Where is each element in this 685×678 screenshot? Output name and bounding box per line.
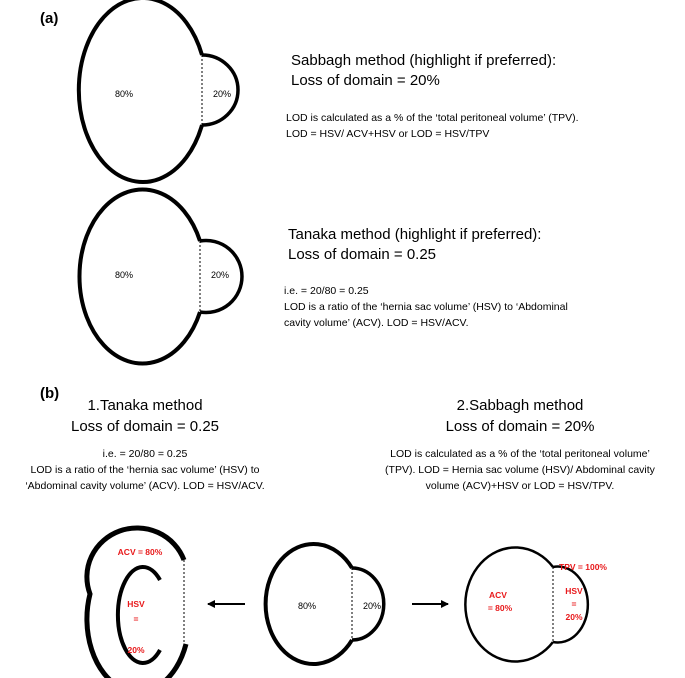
tanaka-a-result: Loss of domain = 0.25 xyxy=(288,246,437,263)
tanaka-b-hsv-label-2: = xyxy=(134,614,139,624)
center-b-big-label: 80% xyxy=(298,601,316,611)
sabbagh-a-result: Loss of domain = 20% xyxy=(291,72,440,89)
sabbagh-a-small-label: 20% xyxy=(213,89,231,99)
sabbagh-b-title: 2.Sabbagh method xyxy=(456,397,584,414)
sabbagh-b-line3: volume (ACV)+HSV or LOD = HSV/TPV. xyxy=(425,480,615,492)
tanaka-b-line3: ‘Abdominal cavity volume’ (ACV). LOD = H… xyxy=(25,480,265,492)
tanaka-a-line2: LOD is a ratio of the ‘hernia sac volume… xyxy=(284,301,568,313)
tanaka-a-title: Tanaka method (highlight if preferred): xyxy=(288,226,542,243)
sabbagh-a-big-label: 80% xyxy=(115,89,133,99)
sabbagh-b-shape: TPV = 100% ACV = 80% HSV = 20% xyxy=(464,546,607,663)
tanaka-b-line1: i.e. = 20/80 = 0.25 xyxy=(102,448,188,460)
sabbagh-a-line1: LOD is calculated as a % of the ‘total p… xyxy=(286,112,579,124)
sabbagh-b-hsv-label-3: 20% xyxy=(565,612,582,622)
sabbagh-b-hsv-label-1: HSV xyxy=(565,586,583,596)
tanaka-a-big-label: 80% xyxy=(115,270,133,280)
tanaka-b-hsv-label-3: 20% xyxy=(127,645,144,655)
sabbagh-b-hsv-label-2: = xyxy=(572,599,577,609)
tanaka-b-acv-label: ACV = 80% xyxy=(118,547,163,557)
tanaka-b-hsv-label-1: HSV xyxy=(127,599,145,609)
sabbagh-b-line1: LOD is calculated as a % of the ‘total p… xyxy=(390,448,650,460)
tanaka-b-result: Loss of domain = 0.25 xyxy=(70,418,219,435)
tanaka-a-shape: 80% 20% xyxy=(77,187,244,366)
sabbagh-b-acv-label-2: = 80% xyxy=(488,603,513,613)
tanaka-a-line1: i.e. = 20/80 = 0.25 xyxy=(284,285,369,297)
sabbagh-a-title: Sabbagh method (highlight if preferred): xyxy=(291,52,557,69)
tanaka-b-line2: LOD is a ratio of the ‘hernia sac volume… xyxy=(30,464,260,476)
panel-b-label: (b) xyxy=(40,385,60,402)
sabbagh-b-result: Loss of domain = 20% xyxy=(445,418,595,435)
center-b-small-label: 20% xyxy=(363,601,381,611)
sabbagh-b-acv-label-1: ACV xyxy=(489,590,507,600)
panel-a-label: (a) xyxy=(40,10,59,27)
sabbagh-a-shape: 80% 20% xyxy=(76,0,240,184)
tanaka-a-line3: cavity volume’ (ACV). LOD = HSV/ACV. xyxy=(284,317,469,329)
sabbagh-a-line2: LOD = HSV/ ACV+HSV or LOD = HSV/TPV xyxy=(286,128,490,140)
sabbagh-b-line2: (TPV). LOD = Hernia sac volume (HSV)/ Ab… xyxy=(385,464,655,476)
tanaka-b-title: 1.Tanaka method xyxy=(87,397,203,414)
center-b-shape: 80% 20% xyxy=(263,542,386,666)
tanaka-a-small-label: 20% xyxy=(211,270,229,280)
sabbagh-b-tpv-label: TPV = 100% xyxy=(559,562,607,572)
tanaka-b-shape: ACV = 80% HSV = 20% xyxy=(84,525,189,678)
